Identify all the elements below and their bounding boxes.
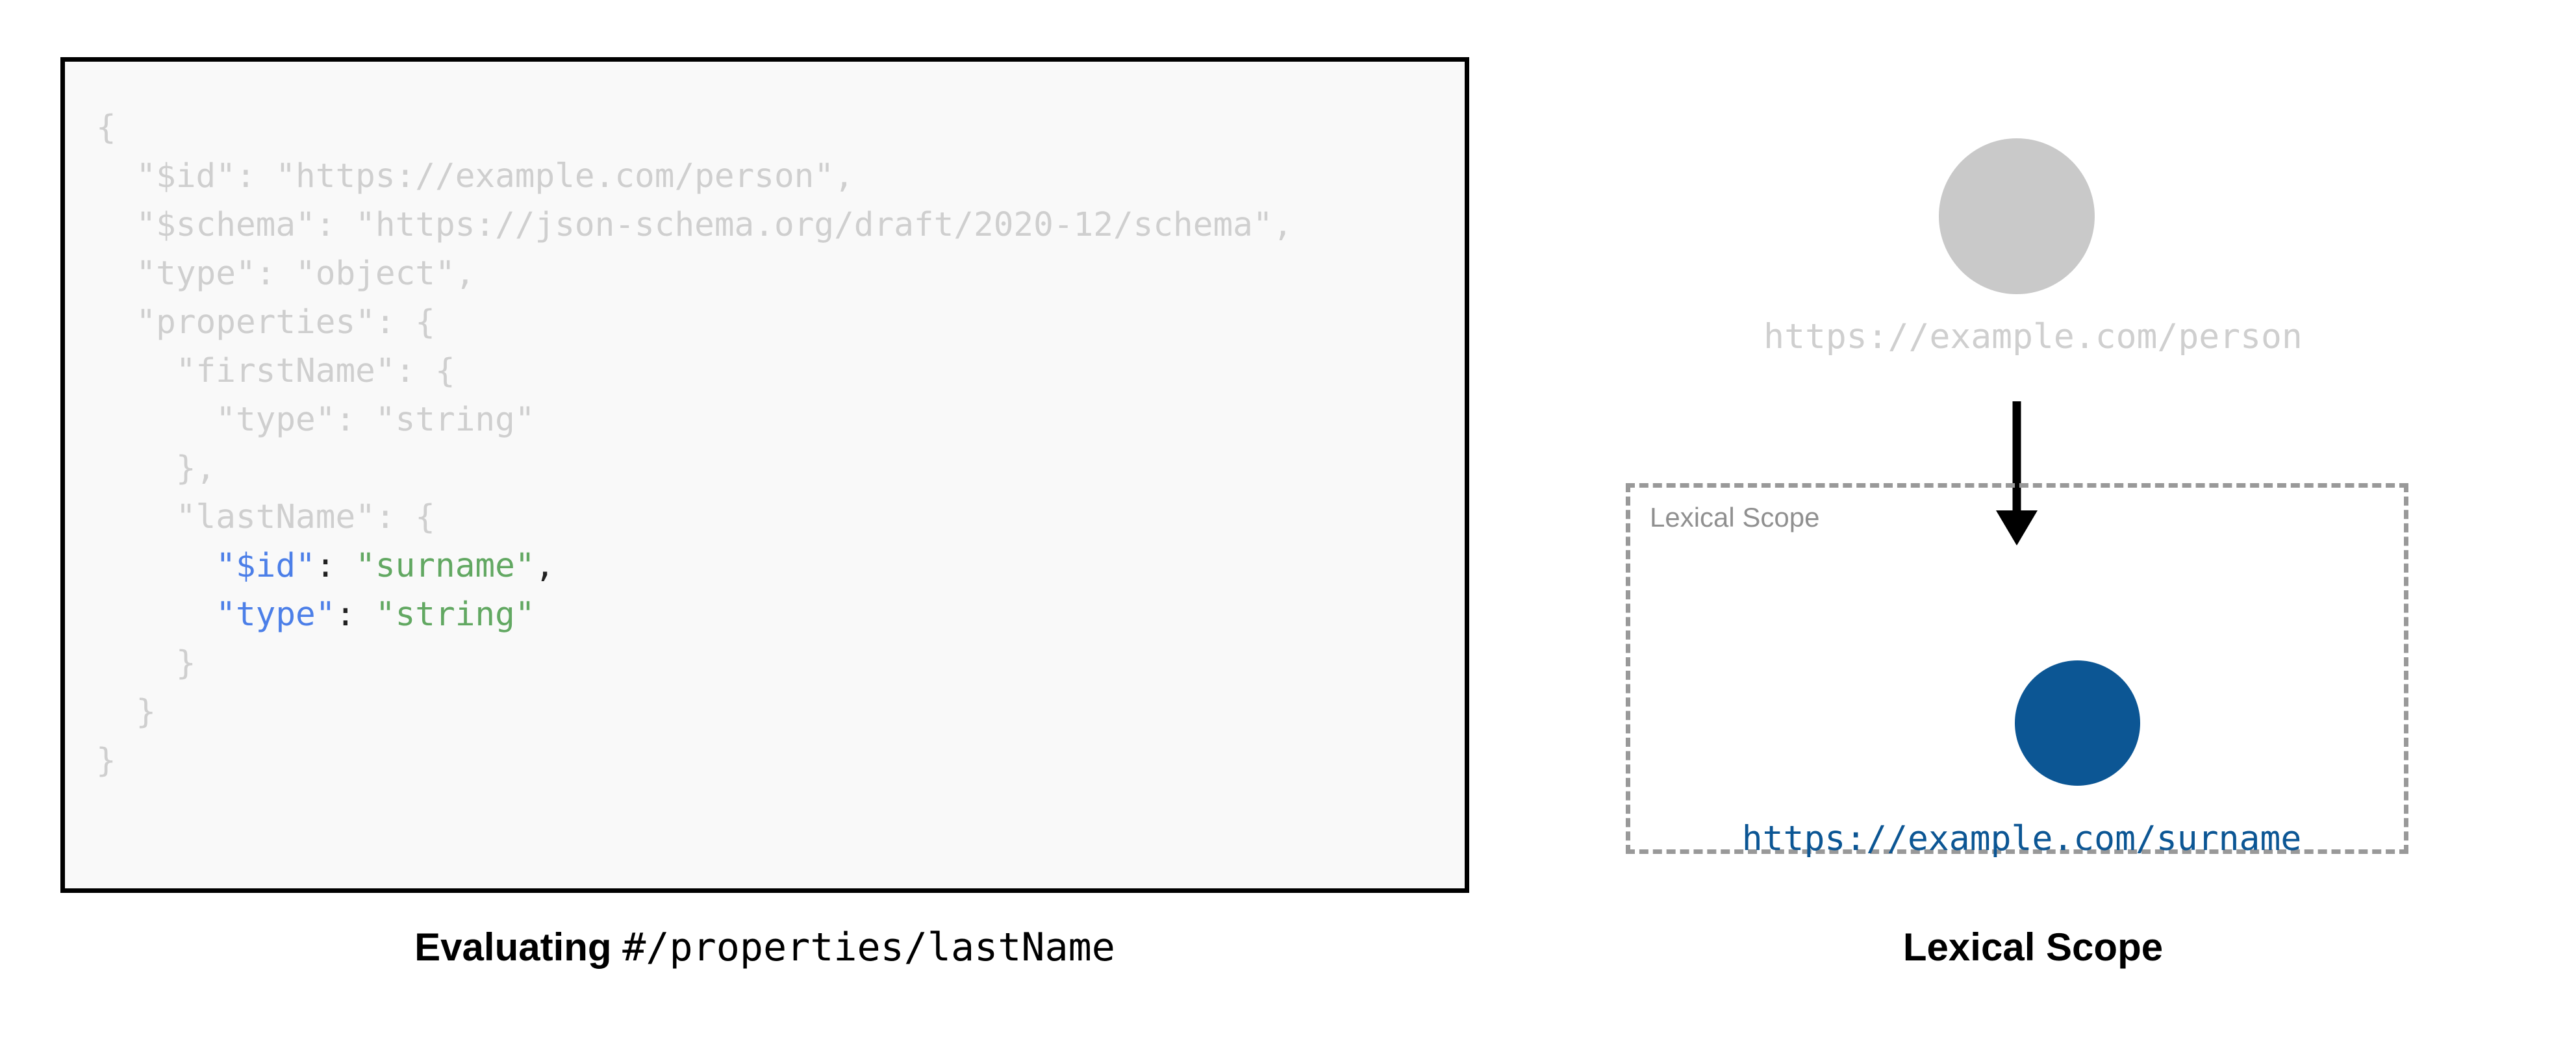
lexical-scope-diagram: https://example.com/person Lexical Scope… [1559, 57, 2507, 893]
left-caption-bold: Evaluating [414, 925, 623, 969]
code-line: { [96, 103, 1452, 152]
code-line: "firstName": { [96, 347, 1452, 395]
code-line: } [96, 639, 1452, 688]
lexical-scope-inner-label: Lexical Scope [1650, 502, 1820, 532]
circle-node-active-icon [2015, 660, 2140, 786]
code-token-dim: } [96, 742, 116, 780]
code-token-dim: "firstName": { [175, 352, 455, 390]
code-token-dim: } [136, 693, 157, 731]
code-token-key: "type" [216, 595, 336, 634]
code-line: "type": "object", [96, 249, 1452, 298]
code-line: "lastName": { [96, 493, 1452, 542]
code-token-str: "surname" [355, 547, 535, 585]
scoped-node-label: https://example.com/surname [1741, 819, 2302, 858]
code-line: "type": "string" [96, 395, 1452, 444]
code-token-dim: } [175, 644, 196, 682]
schema-code-panel: { "$id": "https://example.com/person", "… [60, 57, 1469, 893]
code-token-dim: "$id": "https://example.com/person", [136, 157, 854, 195]
left-caption: Evaluating #/properties/lastName [60, 925, 1469, 970]
code-token-dim: "properties": { [136, 303, 435, 342]
code-token-dim: }, [175, 449, 216, 488]
circle-node-inactive-icon [1939, 138, 2095, 294]
root-node-label: https://example.com/person [1763, 317, 2303, 357]
code-token-dim: "type": "object", [136, 255, 475, 293]
left-caption-pointer: #/properties/lastName [622, 925, 1115, 970]
code-line: "$schema": "https://json-schema.org/draf… [96, 201, 1452, 249]
code-line: } [96, 736, 1452, 785]
code-token-dim: "$schema": "https://json-schema.org/draf… [136, 206, 1293, 244]
code-token-str: "string" [375, 595, 535, 634]
code-token-punc: , [535, 547, 555, 585]
arrow-down-icon [1996, 401, 2038, 545]
code-line: }, [96, 444, 1452, 493]
code-token-punc: : [315, 547, 356, 585]
right-caption: Lexical Scope [1902, 925, 2164, 969]
code-line: "type": "string" [96, 590, 1452, 639]
code-line: "properties": { [96, 298, 1452, 347]
code-token-key: "$id" [216, 547, 316, 585]
code-line: } [96, 688, 1452, 736]
code-token-punc: : [335, 595, 375, 634]
code-listing: { "$id": "https://example.com/person", "… [96, 103, 1452, 785]
code-token-dim: { [96, 108, 116, 147]
code-token-dim: "type": "string" [216, 401, 535, 439]
code-block: { "$id": "https://example.com/person", "… [60, 57, 1469, 893]
lexical-scope-box: Lexical Scope https://example.com/surnam… [1626, 483, 2408, 858]
code-line: "$id": "https://example.com/person", [96, 152, 1452, 201]
code-token-dim: "lastName": { [175, 498, 435, 536]
code-line: "$id": "surname", [96, 542, 1452, 590]
